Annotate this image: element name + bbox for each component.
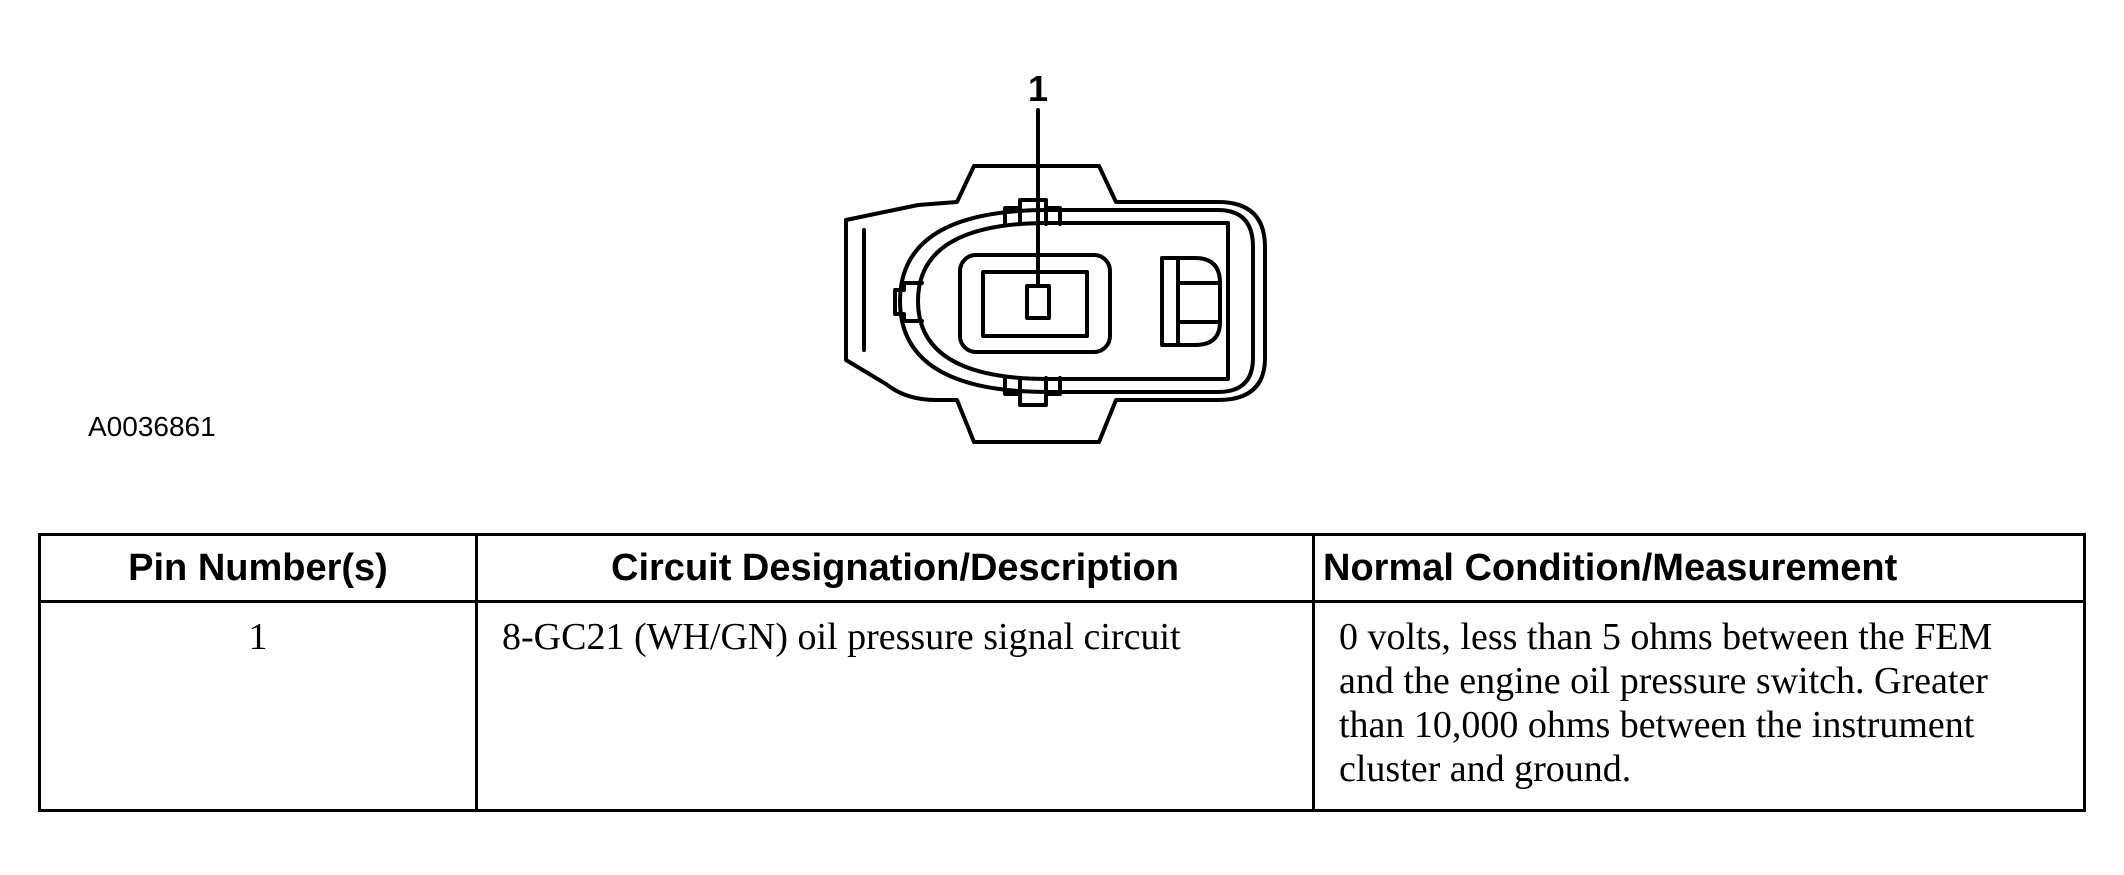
top-locking-tab — [1003, 198, 1062, 226]
cell-measurement: 0 volts, less than 5 ohms between the FE… — [1312, 600, 2086, 812]
connector-diagram: 1 — [844, 68, 1267, 444]
header-normal-condition: Normal Condition/Measurement — [1312, 533, 2086, 603]
header-circuit-designation: Circuit Designation/Description — [475, 533, 1315, 603]
right-key-detail — [1176, 256, 1222, 347]
pin-table: Pin Number(s) Circuit Designation/Descri… — [38, 533, 2086, 812]
table-header-row: Pin Number(s) Circuit Designation/Descri… — [38, 533, 2086, 603]
header-pin-number: Pin Number(s) — [38, 533, 478, 603]
measurement-line: than 10,000 ohms between the instrument — [1339, 704, 1975, 746]
measurement-line: cluster and ground. — [1339, 748, 1632, 790]
right-key-block — [1160, 256, 1222, 347]
bottom-locking-tab-detail — [1018, 376, 1048, 396]
measurement-line: 0 volts, less than 5 ohms between the FE… — [1339, 616, 1993, 658]
bottom-locking-tab — [1003, 376, 1062, 407]
top-locking-tab-detail — [1018, 206, 1048, 226]
connector-rim-inner — [916, 221, 1230, 381]
connector-rim-outer — [898, 208, 1255, 394]
cell-circuit-description: 8-GC21 (WH/GN) oil pressure signal circu… — [475, 600, 1315, 812]
table-row: 1 8-GC21 (WH/GN) oil pressure signal cir… — [38, 600, 2086, 812]
pin-callout-label: 1 — [1028, 68, 1048, 109]
terminal-cavity-inner — [981, 270, 1089, 338]
figure-id: A0036861 — [88, 411, 216, 442]
pin-1-terminal — [1025, 284, 1051, 320]
cell-pin-number: 1 — [38, 600, 478, 812]
connector-outer-housing — [844, 164, 1267, 444]
measurement-line: and the engine oil pressure switch. Grea… — [1339, 660, 1988, 702]
left-latch-tab — [893, 281, 924, 323]
terminal-cavity-outer — [958, 253, 1112, 354]
